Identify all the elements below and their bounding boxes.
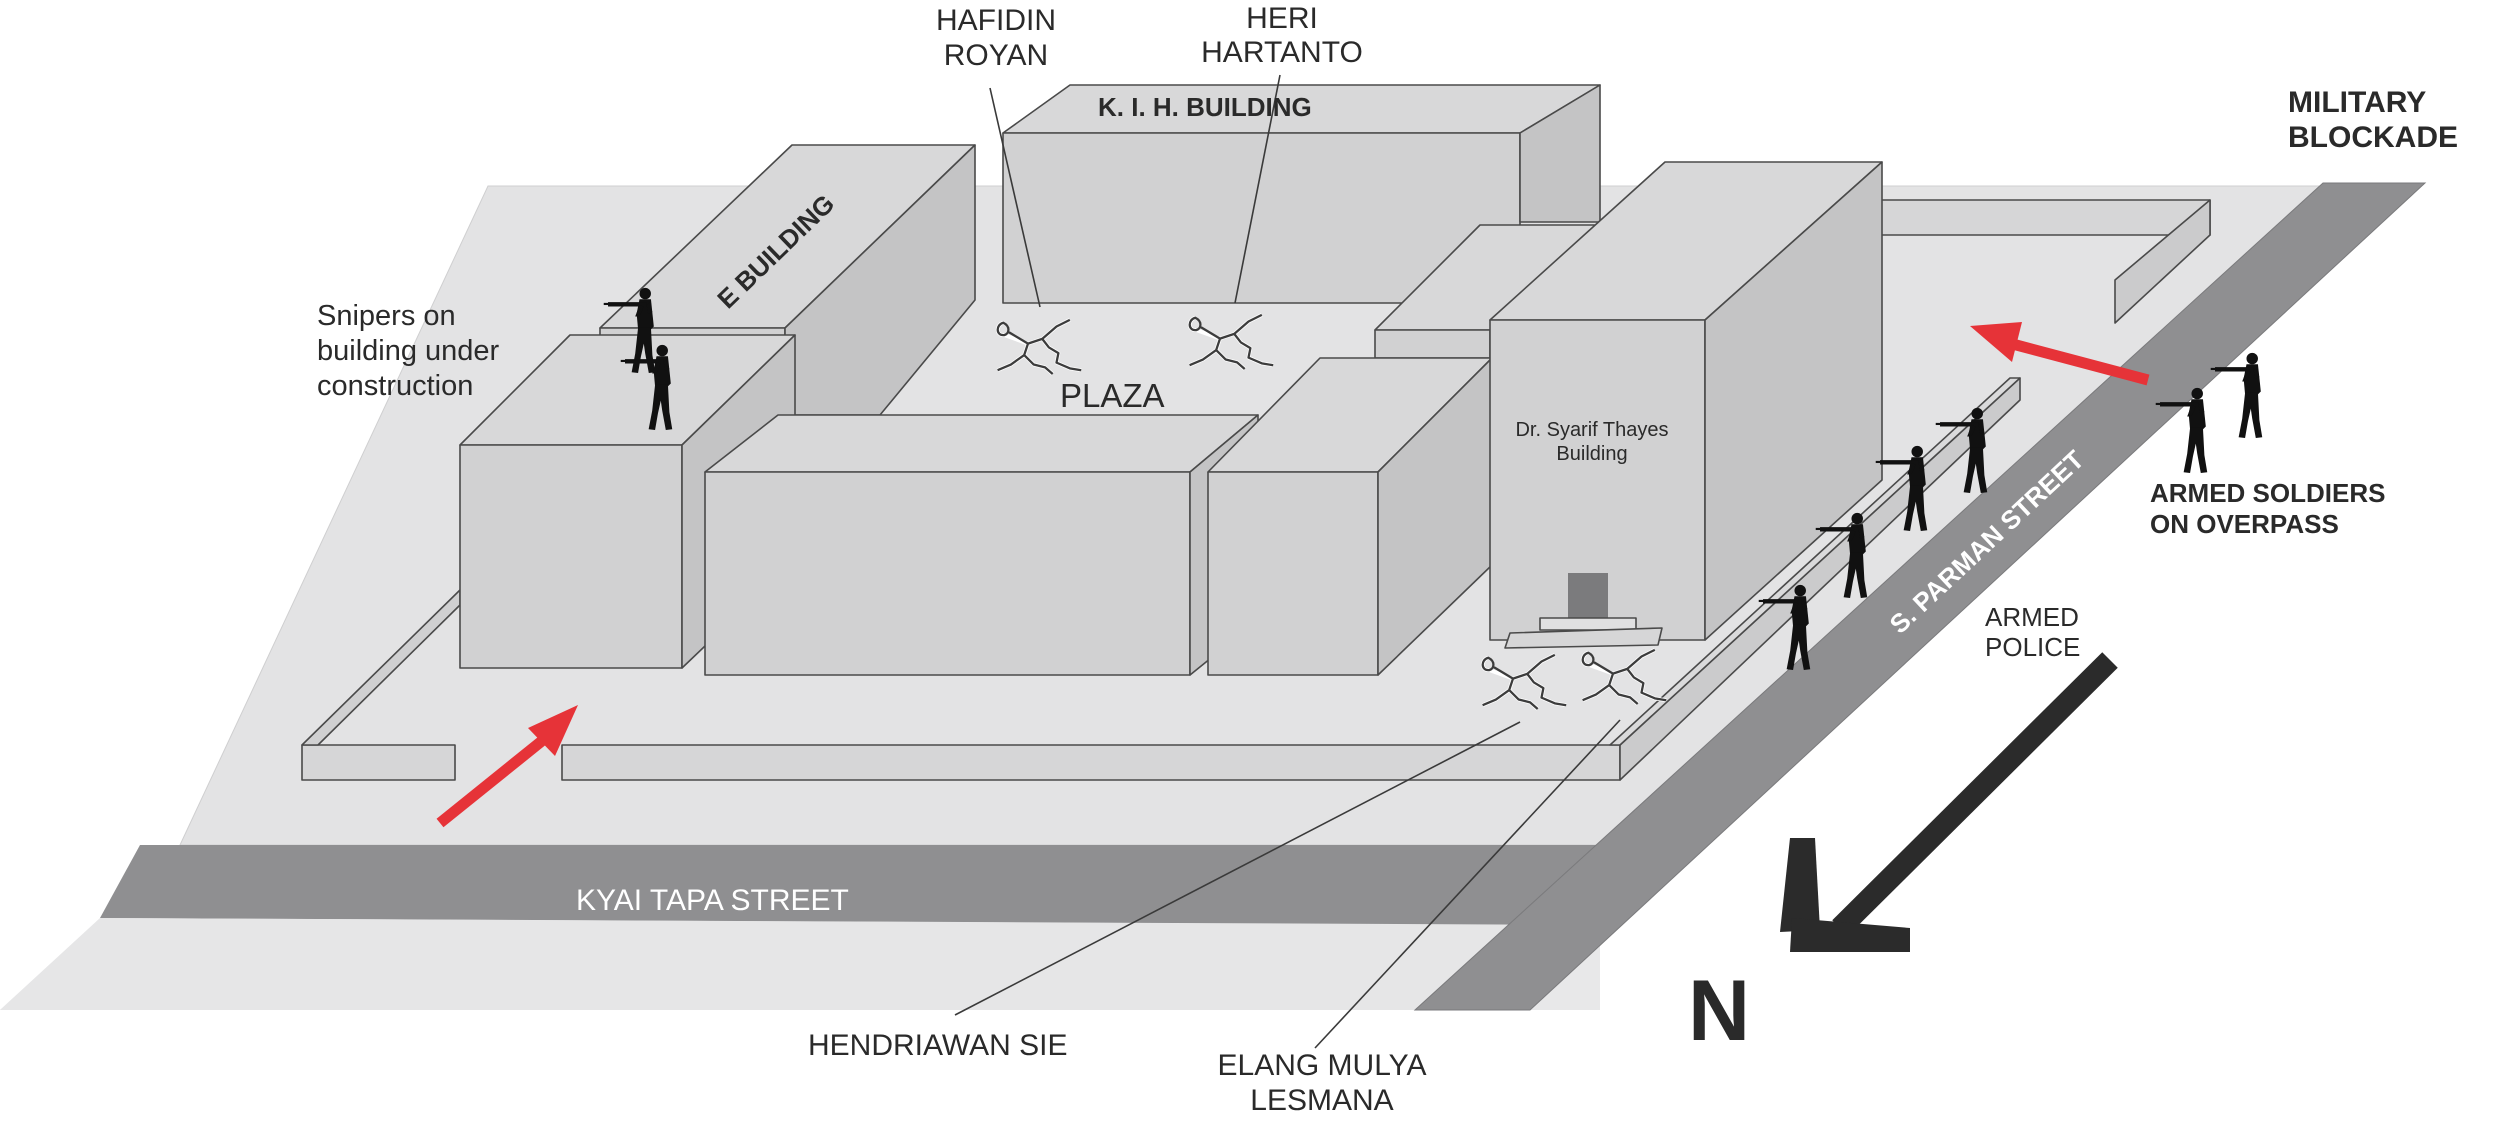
perimeter-walls xyxy=(301,199,2211,781)
right-center-front xyxy=(1207,471,1379,676)
syarif-entrance-door xyxy=(1568,573,1608,618)
syarif-entrance-steps xyxy=(1539,617,1637,631)
leader-elang xyxy=(1314,719,1621,1049)
syarif-side xyxy=(1704,161,1883,641)
syarif-label-line1: Dr. Syarif Thayes xyxy=(1515,419,1668,441)
construction-building xyxy=(459,334,796,669)
construction-front xyxy=(459,444,683,669)
plaza-label: PLAZA xyxy=(1060,377,1165,414)
annex-front xyxy=(1374,329,1491,359)
hafidin-label-line1: HAFIDIN xyxy=(936,4,1056,37)
leader-hafidin xyxy=(989,87,1041,308)
soldiers-label-line2: ON OVERPASS xyxy=(2150,509,2339,539)
red-arrow-east-head xyxy=(1970,322,2022,362)
military-label-line1: MILITARY xyxy=(2288,86,2426,119)
right-center-building xyxy=(1207,357,1493,676)
heri-label-line1: HERI xyxy=(1246,2,1318,35)
hendriawan-label: HENDRIAWAN SIE xyxy=(808,1029,1067,1062)
kih-building xyxy=(1002,84,1601,304)
snipers-label-line3: construction xyxy=(317,370,473,402)
lower-road xyxy=(0,918,1510,1010)
north-label: N xyxy=(1688,963,1750,1059)
leader-lines xyxy=(954,74,1621,1049)
snipers-label-line2: building under xyxy=(317,335,500,367)
syarif-entrance-base xyxy=(1504,627,1663,649)
overpass-edge xyxy=(1413,182,2427,1011)
center-front xyxy=(704,471,1191,676)
red-arrow-east xyxy=(1970,322,2150,386)
red-arrow-south xyxy=(436,705,578,828)
wall-back xyxy=(1879,199,2211,236)
red-arrow-south-head xyxy=(528,705,578,756)
police-label-line1: ARMED xyxy=(1985,602,2079,632)
kih-building-label: K. I. H. BUILDING xyxy=(1098,92,1312,122)
elang-label-line1: ELANG MULYA xyxy=(1218,1049,1427,1082)
s-parman-street xyxy=(1415,183,2425,1010)
police-label-line2: POLICE xyxy=(1985,632,2080,662)
wall-front-main xyxy=(561,744,1621,781)
wall-back-right xyxy=(2114,199,2211,324)
center-building xyxy=(704,414,1259,676)
leader-hendriawan xyxy=(954,721,1521,1016)
elang-label-line2: LESMANA xyxy=(1250,1084,1393,1117)
military-label-line2: BLOCKADE xyxy=(2288,121,2458,154)
hafidin-label-line2: ROYAN xyxy=(944,39,1048,72)
leader-heri xyxy=(1234,74,1281,304)
kyai-tapa-street xyxy=(100,845,1700,925)
north-arrow-icon xyxy=(1780,652,2118,952)
heri-label-line2: HARTANTO xyxy=(1201,36,1363,69)
soldiers-label-line1: ARMED SOLDIERS xyxy=(2150,478,2385,508)
syarif-label-line2: Building xyxy=(1556,443,1627,465)
kyai-tapa-street-label: KYAI TAPA STREET xyxy=(576,884,849,917)
syarif-thayes-building xyxy=(1489,161,1883,649)
middle-right-annex xyxy=(1374,224,1601,359)
wall-front-left xyxy=(301,744,456,781)
snipers-label-line1: Snipers on xyxy=(317,300,456,332)
center-top xyxy=(704,414,1259,473)
